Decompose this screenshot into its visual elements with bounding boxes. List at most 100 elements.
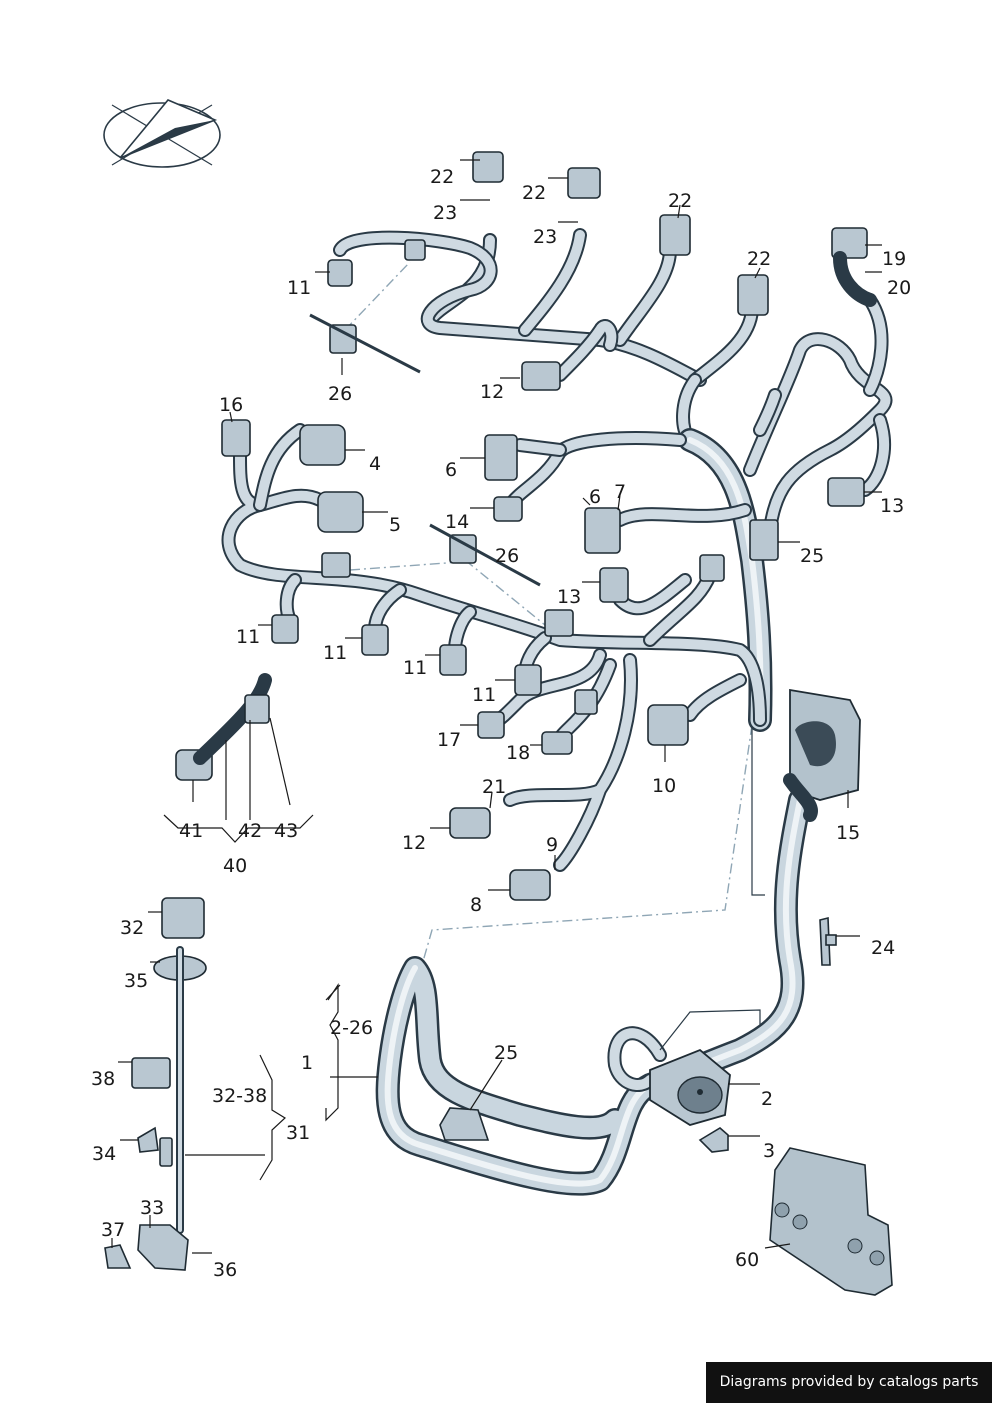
- callout-label: 23: [433, 202, 457, 224]
- connector-4-icon: [299, 424, 346, 466]
- callout-label: 4: [369, 453, 381, 475]
- callout-label: 21: [482, 776, 506, 798]
- reference-lines: [344, 261, 765, 973]
- clip-26a-icon: [329, 324, 357, 354]
- connector-8-icon: [509, 869, 551, 901]
- connector-housing-icon: [783, 688, 861, 822]
- callout-label: 19: [882, 248, 906, 270]
- connector-22b-icon: [567, 167, 601, 199]
- lower-loom: [375, 788, 812, 1196]
- connector-12a-icon: [521, 361, 561, 391]
- connector-13a-icon: [599, 567, 629, 603]
- callout-label: 6: [445, 459, 457, 481]
- cover-plate-icon: [769, 1147, 893, 1296]
- clip-upper-icon: [699, 554, 725, 582]
- connector-22c-icon: [659, 214, 691, 256]
- main-connector-icon: [649, 1048, 731, 1126]
- callout-label: 24: [871, 937, 895, 959]
- clip-42-icon: [244, 694, 270, 724]
- callout-label: 8: [470, 894, 482, 916]
- clip-mid-icon: [544, 609, 574, 637]
- callout-label: 26: [328, 383, 352, 405]
- connector-17-icon: [477, 711, 505, 739]
- connector-11a-icon: [327, 259, 353, 287]
- callout-label: 5: [389, 514, 401, 536]
- footer-credit: Diagrams provided by catalogs parts: [706, 1362, 992, 1403]
- callout-label: 11: [403, 657, 427, 679]
- connector-12b-icon: [449, 807, 491, 839]
- connector-11e-icon: [514, 664, 542, 696]
- callout-label: 41: [179, 820, 203, 842]
- connector-6b-icon: [584, 507, 621, 554]
- clip-lower-icon: [574, 689, 598, 715]
- connectors: [175, 151, 877, 901]
- clip-left-icon: [321, 552, 351, 578]
- callout-label: 9: [546, 834, 558, 856]
- connector-14-icon: [493, 496, 523, 522]
- connector-5-icon: [317, 491, 364, 533]
- connector-11b-icon: [271, 614, 299, 644]
- connector-32-icon: [161, 897, 205, 939]
- callout-label: 6: [589, 486, 601, 508]
- callout-label: 22: [668, 190, 692, 212]
- callout-label: 38: [91, 1068, 115, 1090]
- connector-10-icon: [647, 704, 689, 746]
- callout-label: 16: [219, 394, 243, 416]
- connector-16-icon: [221, 419, 251, 457]
- callout-label: 1: [301, 1052, 313, 1074]
- connector-18-icon: [541, 731, 573, 755]
- callout-label: 7: [614, 481, 626, 503]
- callout-label: 31: [286, 1122, 310, 1144]
- callout-label: 10: [652, 775, 676, 797]
- left-harness: [221, 423, 767, 872]
- clip-25a-icon: [749, 519, 779, 561]
- callout-label: 13: [557, 586, 581, 608]
- connector-6a-icon: [484, 434, 518, 481]
- callout-label: 23: [533, 226, 557, 248]
- callout-label: 3: [763, 1140, 775, 1162]
- callout-label: 11: [323, 642, 347, 664]
- callout-label: 25: [494, 1042, 518, 1064]
- callout-label: 11: [472, 684, 496, 706]
- callout-label: 2: [761, 1088, 773, 1110]
- callout-label: 37: [101, 1219, 125, 1241]
- callout-label: 26: [495, 545, 519, 567]
- callout-label: 34: [92, 1143, 116, 1165]
- callout-label: 60: [735, 1249, 759, 1271]
- callout-labels: 22 23 22 23 22 22 19 20 11 26 12 16 4 6 …: [91, 166, 911, 1281]
- callout-label: 14: [445, 511, 469, 533]
- callout-label: 32-38: [212, 1085, 267, 1107]
- callout-label: 15: [836, 822, 860, 844]
- callout-label: 33: [140, 1197, 164, 1219]
- callout-label: 36: [213, 1259, 237, 1281]
- callout-label: 22: [522, 182, 546, 204]
- callout-label: 25: [800, 545, 824, 567]
- bracket-icon: [819, 916, 837, 966]
- connector-11d-icon: [439, 644, 467, 676]
- callout-label: 12: [402, 832, 426, 854]
- connector-22a-icon: [472, 151, 504, 183]
- callout-label: 40: [223, 855, 247, 877]
- callout-label: 22: [747, 248, 771, 270]
- clip-icon: [439, 1107, 490, 1141]
- connector-11c-icon: [361, 624, 389, 656]
- connector-19-icon: [831, 227, 868, 259]
- callout-label: 22: [430, 166, 454, 188]
- callout-label: 42: [238, 820, 262, 842]
- callout-label: 43: [274, 820, 298, 842]
- connector-22d-icon: [737, 274, 769, 316]
- callout-label: 17: [437, 729, 461, 751]
- callout-label: 20: [887, 277, 911, 299]
- callout-label: 13: [880, 495, 904, 517]
- callout-label: 35: [124, 970, 148, 992]
- callout-label: 11: [287, 277, 311, 299]
- sensor-assembly-icon: [104, 897, 207, 1271]
- clip-part-icon: [698, 1127, 729, 1153]
- connector-13b-icon: [827, 477, 865, 507]
- upper-harness: [333, 228, 759, 447]
- callout-label: 11: [236, 626, 260, 648]
- callout-label: 32: [120, 917, 144, 939]
- leader-lines: [111, 159, 882, 1254]
- callout-label: 2-26: [330, 1017, 373, 1039]
